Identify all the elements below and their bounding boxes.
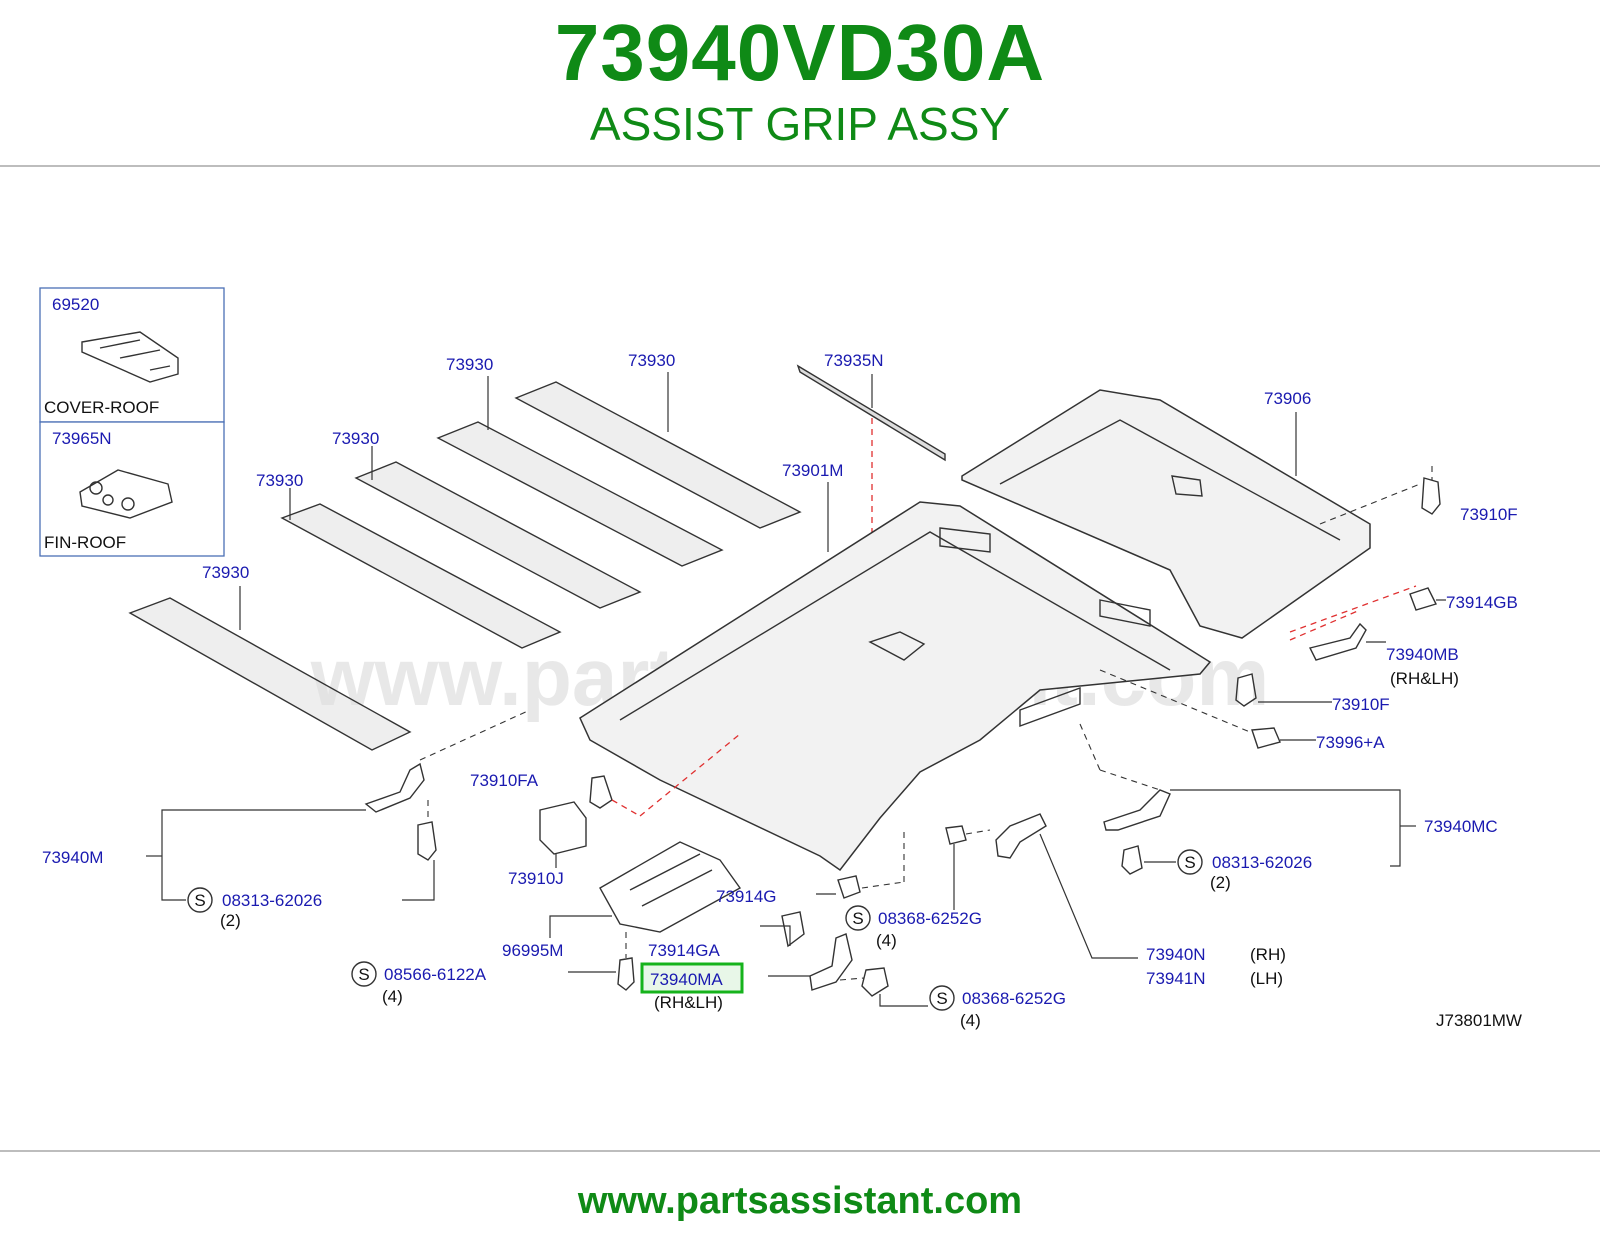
grip-73940MB [1308,622,1367,661]
page-header: 73940VD30A ASSIST GRIP ASSY [0,0,1600,170]
bracket-96995M [599,841,742,933]
pad-73910J [539,801,587,855]
inset-cover-roof[interactable]: 69520 COVER-ROOF [39,287,225,423]
clip-73914GB [1409,587,1437,611]
callout-73940M[interactable]: 73940M [42,848,103,867]
part-number-title: 73940VD30A [554,8,1046,97]
headlining-main [579,501,1212,872]
fastener-number[interactable]: 08368-6252G [878,909,982,928]
callout-73914G[interactable]: 73914G [716,887,777,906]
note-73940MB: (RH&LH) [1390,669,1459,688]
fastener-08368-lower[interactable]: S 08368-6252G (4) [929,985,1066,1030]
clip-73914G [837,875,861,899]
screw-08313-right [1121,845,1143,875]
footer-url[interactable]: www.partsassistant.com [577,1180,1023,1222]
insulation-panels [128,381,802,751]
note-73940N: (RH) [1250,945,1286,964]
clip-73914GA [781,911,805,948]
note-73941N: (LH) [1250,969,1283,988]
grip-73940MA [809,933,853,991]
callout-69520[interactable]: 69520 [52,295,99,314]
callout-73935N[interactable]: 73935N [824,351,884,370]
callout-73940MA[interactable]: 73940MA [650,970,723,989]
callout-73910FA[interactable]: 73910FA [470,771,539,790]
callout-73940MC[interactable]: 73940MC [1424,817,1498,836]
callout-73940N[interactable]: 73940N [1146,945,1206,964]
parts-diagram-svg: www.partsassistant.com 69520 COVER-ROOF … [39,287,1522,1030]
caption-fin-roof: FIN-ROOF [44,533,126,552]
headlining-rear [961,389,1371,639]
grip-73940N [995,813,1047,859]
clip-73996A [1251,727,1281,749]
fastener-08313-right[interactable]: S 08313-62026 (2) [1177,849,1312,892]
fastener-number[interactable]: 08368-6252G [962,989,1066,1008]
callout-73941N[interactable]: 73941N [1146,969,1206,988]
fastener-qty: (2) [1210,873,1231,892]
symbol-s: S [936,989,947,1008]
note-73940MA: (RH&LH) [654,993,723,1012]
callout-73930-2[interactable]: 73930 [256,471,303,490]
parts-diagram: www.partsassistant.com 69520 COVER-ROOF … [0,270,1600,1070]
screw-08566 [617,957,635,991]
callout-73940MB[interactable]: 73940MB [1386,645,1459,664]
fastener-number[interactable]: 08566-6122A [384,965,487,984]
caption-cover-roof: COVER-ROOF [44,398,159,417]
fastener-number[interactable]: 08313-62026 [1212,853,1312,872]
fastener-08368-upper[interactable]: S 08368-6252G (4) [845,905,982,950]
fin-roof-part [79,469,173,519]
grip-73940MC [1103,789,1171,831]
highlight-box-73940MA [640,962,744,994]
callout-73930-4[interactable]: 73930 [446,355,493,374]
callout-96995M[interactable]: 96995M [502,941,563,960]
fastener-number[interactable]: 08313-62026 [222,891,322,910]
roof-strip [796,364,946,462]
drawing-code: J73801MW [1436,1011,1522,1030]
clip-73910F-top [1421,477,1441,515]
header-divider [0,165,1600,167]
callout-73996A[interactable]: 73996+A [1316,733,1385,752]
screw-73940M [417,821,437,861]
fastener-08566[interactable]: S 08566-6122A (4) [351,961,487,1006]
symbol-s: S [194,891,205,910]
callout-73930-1[interactable]: 73930 [202,563,249,582]
callout-73965N[interactable]: 73965N [52,429,112,448]
callout-73910F-top[interactable]: 73910F [1460,505,1518,524]
fastener-08313-left[interactable]: S 08313-62026 (2) [187,887,322,930]
clip-73910F-mid [1235,673,1257,707]
part-name-subtitle: ASSIST GRIP ASSY [589,98,1011,150]
cover-roof-part [81,331,179,383]
footer-divider [0,1150,1600,1152]
clip-73910FA [589,775,613,809]
symbol-s: S [358,965,369,984]
fastener-qty: (4) [382,987,403,1006]
symbol-s: S [1184,853,1195,872]
symbol-s: S [852,909,863,928]
callout-73930-3[interactable]: 73930 [332,429,379,448]
callout-73910F-mid[interactable]: 73910F [1332,695,1390,714]
inset-fin-roof[interactable]: 73965N FIN-ROOF [39,421,225,557]
callout-73906[interactable]: 73906 [1264,389,1311,408]
callout-73910J[interactable]: 73910J [508,869,564,888]
fastener-qty: (2) [220,911,241,930]
callout-73930-5[interactable]: 73930 [628,351,675,370]
callout-73901M[interactable]: 73901M [782,461,843,480]
callout-73914GA[interactable]: 73914GA [648,941,720,960]
screw-08368-lower [861,967,889,997]
fastener-qty: (4) [960,1011,981,1030]
fastener-qty: (4) [876,931,897,950]
callout-73914GB[interactable]: 73914GB [1446,593,1518,612]
grip-73940M [364,762,425,813]
screw-08368-upper [945,825,967,845]
